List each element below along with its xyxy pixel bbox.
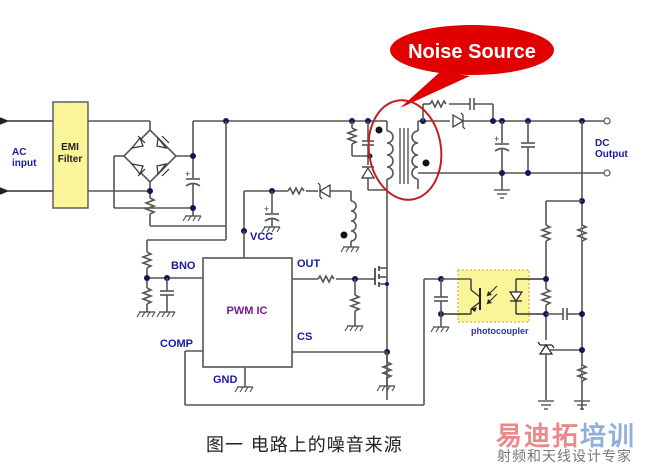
noise-source-highlight bbox=[367, 99, 443, 201]
dc-output-label-1: DC bbox=[595, 138, 609, 149]
watermark-title: 易迪拓培训 bbox=[496, 416, 636, 453]
svg-text:+: + bbox=[264, 204, 269, 214]
photocoupler-label: photocoupler bbox=[471, 326, 529, 336]
comp-label: COMP bbox=[160, 338, 193, 350]
figure-caption: 图一 电路上的噪音来源 bbox=[206, 435, 403, 456]
dc-output-label-2: Output bbox=[595, 149, 628, 160]
callout-text: Noise Source bbox=[408, 41, 536, 63]
ac-input-label-1: AC bbox=[12, 147, 26, 158]
pwm-ic-label: PWM IC bbox=[227, 305, 268, 317]
svg-text:+: + bbox=[185, 169, 190, 179]
auxiliary-vcc-supply: + VCC bbox=[241, 182, 360, 258]
watermark-title-red: 易迪拓 bbox=[496, 422, 581, 452]
watermark-subtitle: 射频和天线设计专家 bbox=[497, 449, 632, 465]
emi-filter-label-2: Filter bbox=[58, 154, 83, 165]
mosfet-gate-drive bbox=[292, 266, 396, 392]
emi-filter-block: EMI Filter bbox=[52, 101, 89, 209]
secondary-output-stage: + DC Output bbox=[418, 98, 628, 199]
vcc-label: VCC bbox=[250, 231, 273, 243]
emi-filter-label-1: EMI bbox=[61, 142, 79, 153]
bulk-capacitor: + bbox=[182, 120, 226, 222]
gnd-label: GND bbox=[213, 374, 238, 386]
bno-label: BNO bbox=[171, 260, 196, 272]
feedback-loop bbox=[184, 278, 441, 406]
out-label: OUT bbox=[297, 258, 321, 270]
pwm-ic-block: PWM IC BNO OUT CS COMP GND bbox=[160, 257, 321, 393]
noise-source-callout: Noise Source bbox=[390, 25, 554, 108]
photocoupler-block: photocoupler bbox=[430, 269, 546, 336]
svg-text:+: + bbox=[494, 134, 499, 144]
ac-input: AC input bbox=[0, 115, 56, 197]
tl431-feedback-network bbox=[537, 121, 591, 410]
bridge-rectifier bbox=[88, 120, 193, 226]
flyback-transformer bbox=[375, 120, 430, 400]
ac-input-label-2: input bbox=[12, 158, 37, 169]
watermark-title-blue: 培训 bbox=[580, 422, 637, 452]
bno-divider bbox=[136, 239, 226, 318]
cs-label: CS bbox=[297, 331, 312, 343]
